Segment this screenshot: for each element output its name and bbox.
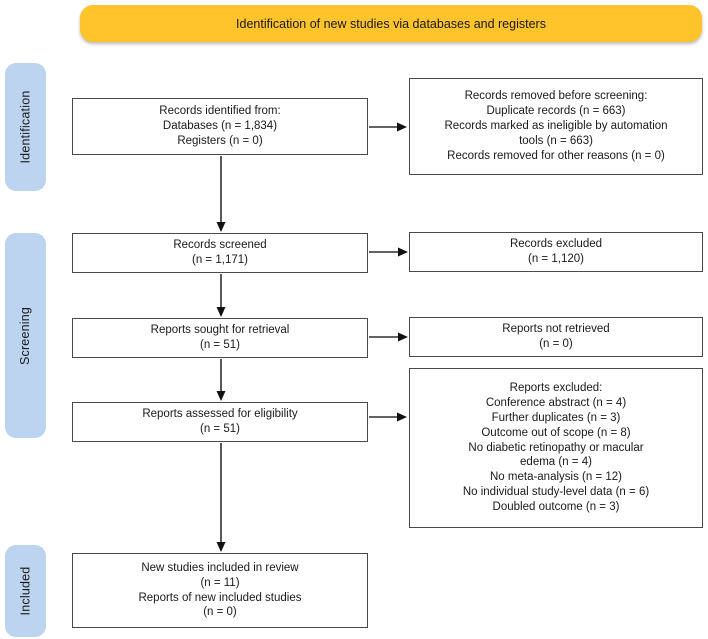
stage-label-identification: Identification [5,63,46,191]
box-reports-not-retrieved: Reports not retrieved (n = 0) [409,317,703,357]
banner: Identification of new studies via databa… [80,5,702,42]
box-records-excluded: Records excluded (n = 1,120) [409,232,703,272]
banner-label: Identification of new studies via databa… [236,16,546,31]
box-new-studies-included: New studies included in review (n = 11) … [72,553,368,628]
box-records-removed: Records removed before screening: Duplic… [409,78,703,175]
stage-identification-text: Identification [18,90,33,164]
box-reports-assessed: Reports assessed for eligibility (n = 51… [72,402,368,442]
stage-screening-text: Screening [18,306,33,365]
stage-included-text: Included [18,566,33,616]
stage-label-screening: Screening [5,233,46,438]
box-records-screened: Records screened (n = 1,171) [72,233,368,273]
stage-label-included: Included [5,545,46,637]
box-records-identified: Records identified from: Databases (n = … [72,98,368,155]
box-reports-sought: Reports sought for retrieval (n = 51) [72,318,368,358]
box-reports-excluded: Reports excluded: Conference abstract (n… [409,368,703,528]
